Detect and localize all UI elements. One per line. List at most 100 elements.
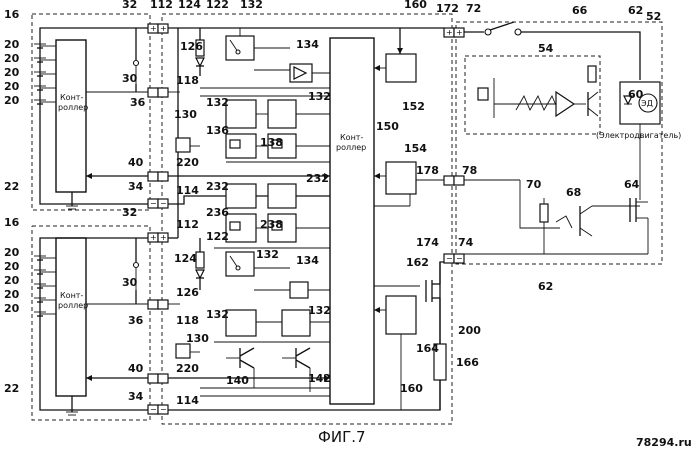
ref-numeral-40: 40 (128, 362, 144, 375)
ref-numeral-160: 160 (404, 0, 427, 11)
svg-text:+: + (446, 28, 453, 37)
svg-text:+: + (150, 233, 157, 242)
ref-numeral-66: 66 (572, 4, 588, 17)
ref-numeral-232: 232 (206, 180, 229, 193)
watermark: 78294.ru (636, 436, 692, 449)
ref-numeral-166: 166 (456, 356, 479, 369)
ref-numeral-178: 178 (416, 164, 439, 177)
svg-text:+: + (160, 24, 167, 33)
ref-numeral-140: 140 (226, 374, 249, 387)
ref-numeral-20: 20 (4, 38, 20, 51)
ref-numeral-126: 126 (176, 286, 199, 299)
ref-numeral-164: 164 (416, 342, 439, 355)
ref-numeral-126: 126 (180, 40, 203, 53)
ref-numeral-112: 112 (150, 0, 173, 11)
ref-numeral-32: 32 (122, 0, 137, 11)
svg-text:−: − (160, 199, 167, 208)
ref-numeral-74: 74 (458, 236, 474, 249)
main-controller-label-a: Конт- (340, 133, 363, 142)
ref-numeral-112: 112 (176, 218, 199, 231)
ref-numeral-132: 132 (240, 0, 263, 11)
ref-numeral-22: 22 (4, 382, 19, 395)
ref-numeral-60: 60 (628, 88, 644, 101)
figure-caption: ФИГ.7 (318, 428, 366, 446)
ref-numeral-160: 160 (400, 382, 423, 395)
ref-numeral-142: 142 (308, 372, 331, 385)
battery-controller-2-label-b: роллер (58, 301, 88, 310)
ref-numeral-20: 20 (4, 94, 20, 107)
svg-text:+: + (456, 28, 463, 37)
ref-numeral-124: 124 (174, 252, 197, 265)
tool-side: ЭД (Электродвигатель) (464, 21, 681, 255)
ref-numeral-136: 136 (206, 124, 229, 137)
ref-numeral-134: 134 (296, 254, 319, 267)
ref-numeral-30: 30 (122, 72, 138, 85)
ref-numeral-236: 236 (206, 206, 229, 219)
battery-controller-1 (55, 39, 87, 193)
motor-caption: (Электродвигатель) (596, 131, 681, 140)
ref-numeral-64: 64 (624, 178, 640, 191)
svg-text:+: + (160, 233, 167, 242)
svg-text:−: − (160, 405, 167, 414)
ref-numeral-40: 40 (128, 156, 144, 169)
tool-body-enclosure (455, 21, 663, 265)
ref-numeral-150: 150 (376, 120, 399, 133)
ref-numeral-36: 36 (130, 96, 146, 109)
enclosures (31, 13, 663, 425)
amplifier-sub-enclosure (464, 55, 601, 135)
ref-numeral-132: 132 (206, 308, 229, 321)
main-controller-label-b: роллер (336, 143, 366, 152)
ref-numeral-114: 114 (176, 184, 199, 197)
ref-numeral-132: 132 (206, 96, 229, 109)
charge-module-3 (195, 238, 330, 397)
ref-numeral-68: 68 (566, 186, 581, 199)
connectors: ++ −− ++ −− ++ −− (147, 23, 465, 415)
battery-controller-2 (55, 237, 87, 397)
ref-numeral-152: 152 (402, 100, 425, 113)
charge-module-1 (195, 28, 330, 163)
charger-right-side (374, 28, 447, 410)
ref-numeral-30: 30 (122, 276, 138, 289)
main-controller-box (329, 37, 375, 405)
ref-numeral-20: 20 (4, 260, 20, 273)
charger-enclosure (161, 13, 453, 425)
ref-numeral-130: 130 (186, 332, 209, 345)
ref-numeral-20: 20 (4, 52, 20, 65)
charger-wiring (168, 27, 444, 411)
ref-numeral-200: 200 (458, 324, 481, 337)
svg-text:+: + (150, 24, 157, 33)
ref-numeral-132: 132 (308, 90, 331, 103)
battery-pack-2-enclosure (31, 225, 151, 421)
ref-numeral-124: 124 (178, 0, 201, 11)
ref-numeral-20: 20 (4, 288, 20, 301)
motor-symbol: ЭД (641, 99, 653, 108)
battery-controller-2-label-a: Конт- (60, 291, 83, 300)
ref-numeral-52: 52 (646, 10, 661, 23)
ref-numeral-174: 174 (416, 236, 439, 249)
ref-numeral-132: 132 (256, 248, 279, 261)
svg-text:−: − (446, 254, 453, 263)
ref-numeral-32: 32 (122, 206, 137, 219)
ref-numeral-220: 220 (176, 362, 199, 375)
ref-numeral-122: 122 (206, 230, 229, 243)
battery-pack-1-enclosure (31, 13, 151, 211)
ref-numeral-154: 154 (404, 142, 427, 155)
ref-numeral-238: 238 (260, 218, 283, 231)
ref-numeral-78: 78 (462, 164, 477, 177)
ref-numeral-220: 220 (176, 156, 199, 169)
svg-text:−: − (150, 199, 157, 208)
ref-numeral-118: 118 (176, 74, 199, 87)
ref-numeral-172: 172 (436, 2, 459, 15)
ref-numeral-62: 62 (538, 280, 553, 293)
battery-controller-1-label-a: Конт- (60, 93, 83, 102)
battery-controller-1-label-b: роллер (58, 103, 88, 112)
ref-numeral-20: 20 (4, 80, 20, 93)
ref-numeral-134: 134 (296, 38, 319, 51)
main-controller: Конт- роллер (329, 37, 375, 405)
svg-text:−: − (150, 405, 157, 414)
ref-numeral-20: 20 (4, 66, 20, 79)
ref-numeral-16: 16 (4, 8, 20, 21)
ref-numeral-122: 122 (206, 0, 229, 11)
ref-numeral-114: 114 (176, 394, 199, 407)
